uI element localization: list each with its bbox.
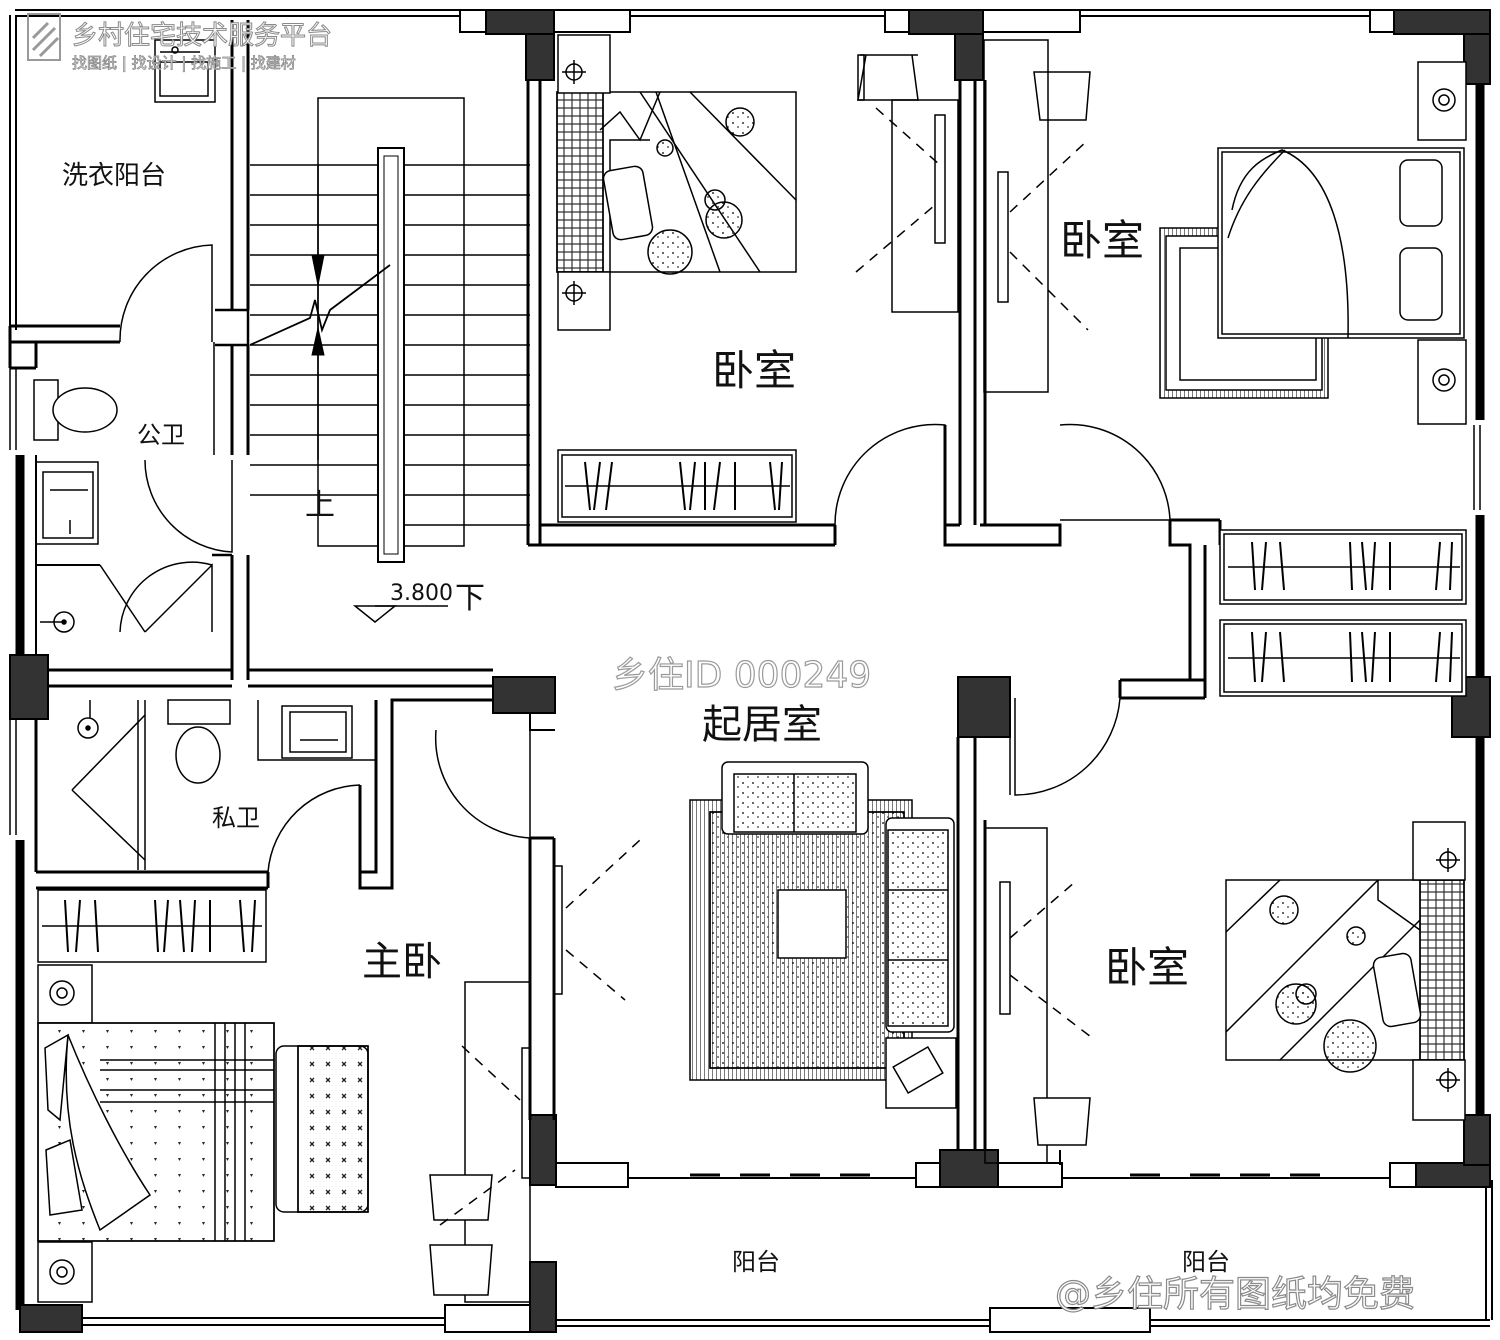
tv-wall-living [553, 839, 641, 1001]
staircase [249, 97, 530, 623]
bed-top-right [1217, 147, 1465, 339]
wardrobe-right-upper [1219, 529, 1467, 605]
label-bedroom-bottom-right: 卧室 [1105, 943, 1189, 992]
label-bedroom-top-center: 卧室 [712, 346, 796, 395]
sofa-right [885, 817, 955, 1033]
nightstands-top-right [1417, 61, 1467, 425]
exterior-walls [9, 9, 1493, 1327]
desk-chair-top-center [855, 54, 959, 313]
elevation-label: 3.800 [390, 581, 453, 606]
toilet-icon [33, 379, 118, 441]
doors [71, 244, 1171, 873]
bed-top-center [556, 91, 797, 275]
desk-bottom-right [984, 827, 1096, 1164]
nightstands-top-center [557, 34, 611, 331]
label-private-bath: 私卫 [212, 804, 260, 832]
structural-columns [9, 9, 1491, 1333]
private-sink-icon [281, 705, 353, 759]
stair-down-label: 下 [455, 581, 485, 616]
nightstands-master [37, 964, 93, 1303]
bed-master [37, 1022, 275, 1242]
nightstands-bottom-right [1412, 821, 1466, 1121]
watermark-design-id: 乡住ID 000249 [612, 655, 871, 696]
sink-icon [35, 461, 99, 545]
living-rug [689, 799, 913, 1081]
phone-table [885, 1037, 957, 1109]
bed-bottom-right [1225, 879, 1465, 1073]
platform-logo-icon [27, 13, 61, 61]
label-public-bath: 公卫 [137, 421, 185, 449]
wardrobe-master [37, 889, 267, 963]
label-bedroom-top-right: 卧室 [1060, 216, 1144, 265]
watermark-footer-note: @乡住所有图纸均免费 [1055, 1274, 1415, 1315]
ottoman-master [275, 1045, 369, 1213]
shower-drain-icon [77, 700, 99, 739]
label-balcony-right: 阳台 [1182, 1248, 1230, 1276]
desk-master [429, 981, 531, 1303]
floor-drain-icon [40, 611, 75, 633]
watermark-platform-name: 乡村住宅技术服务平台 [72, 21, 332, 51]
wardrobe-right-lower [1219, 619, 1467, 697]
wardrobe-top-center [557, 449, 797, 523]
washing-machine-icon [154, 39, 216, 103]
label-laundry-balcony: 洗衣阳台 [62, 161, 166, 191]
label-master-bedroom: 主卧 [362, 939, 442, 985]
sofa-top [721, 761, 869, 835]
stair-up-label: 上 [305, 488, 335, 523]
desk-chair-top-right [983, 39, 1091, 393]
label-living-room: 起居室 [702, 702, 822, 748]
watermark-platform-slogan: 找图纸 | 找设计 | 找施工 | 找建材 [72, 54, 296, 72]
label-balcony-left: 阳台 [732, 1248, 780, 1276]
private-toilet-icon [167, 699, 231, 784]
